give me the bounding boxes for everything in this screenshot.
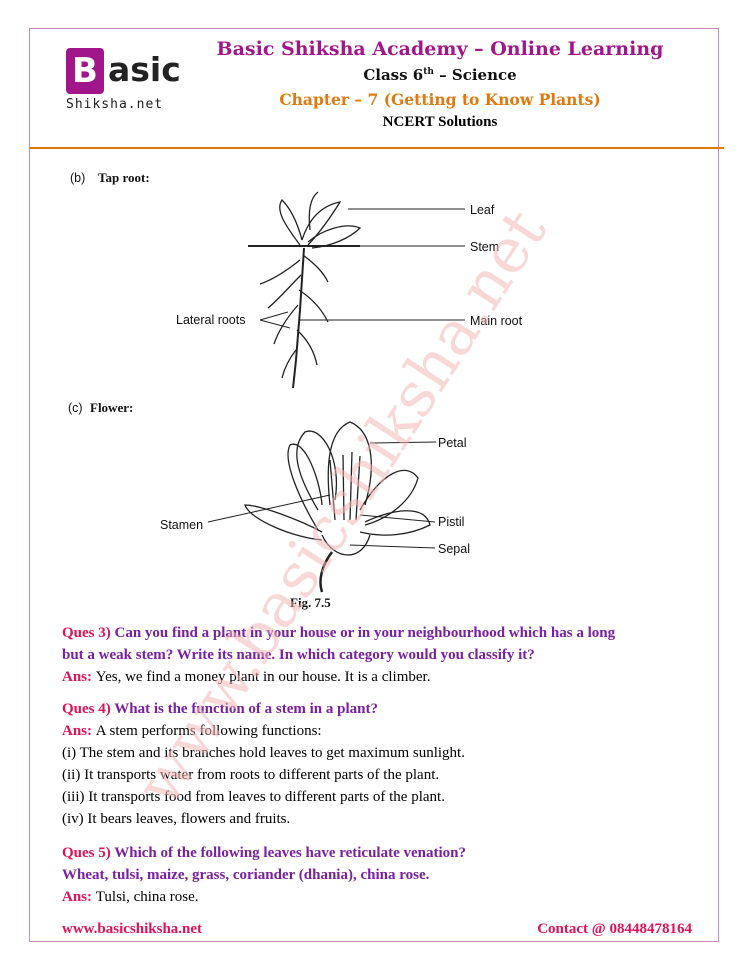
- logo-text: asic: [108, 50, 181, 89]
- petal-pointer: [369, 441, 437, 444]
- flower-drawing: [244, 421, 431, 593]
- sepal-label: Sepal: [438, 542, 470, 556]
- header-divider: [29, 147, 724, 149]
- subtitle: NCERT Solutions: [382, 114, 498, 130]
- plant-diagrams: (b) Tap root: Leaf Stem Lateral roots Ma…: [68, 170, 523, 610]
- lateral-pointer-1: [259, 311, 289, 321]
- pistil-label: Pistil: [438, 515, 464, 529]
- page-border: [29, 28, 719, 942]
- stamen-pointer: [207, 494, 331, 523]
- lateral-roots-label: Lateral roots: [176, 313, 245, 327]
- leaf-label: Leaf: [470, 203, 495, 217]
- answer-line: (i) The stem and its branches hold leave…: [62, 745, 465, 761]
- tap-root-drawing: [248, 191, 362, 389]
- class-heading: Class 6th – Science: [363, 66, 517, 84]
- answer-line: (ii) It transports water from roots to d…: [62, 767, 440, 783]
- stamen-label: Stamen: [160, 518, 203, 532]
- question-3: Ques 3) Can you find a plant in your hou…: [62, 625, 616, 685]
- sepal-pointer: [349, 544, 436, 549]
- main-root-label: Main root: [470, 314, 523, 328]
- pistil-pointer: [359, 514, 436, 523]
- footer-contact: Contact @ 08448478164: [537, 921, 692, 937]
- answer-line: (iii) It transports food from leaves to …: [62, 789, 445, 805]
- answer-line: (iv) It bears leaves, flowers and fruits…: [62, 811, 291, 827]
- footer-website[interactable]: www.basicshiksha.net: [62, 921, 203, 937]
- logo: B asic Shiksha.net: [66, 48, 196, 114]
- logo-letter: B: [66, 48, 104, 94]
- question-5: Ques 5) Which of the following leaves ha…: [62, 845, 467, 905]
- figure-caption: Fig. 7.5: [290, 595, 331, 610]
- fig-c-title: Flower:: [90, 400, 133, 415]
- academy-title: Basic Shiksha Academy – Online Learning: [216, 38, 664, 60]
- fig-b-label: (b): [70, 171, 85, 185]
- lateral-pointer-2: [259, 319, 291, 329]
- fig-c-label: (c): [68, 401, 83, 415]
- question-4: Ques 4) What is the function of a stem i…: [62, 698, 712, 830]
- logo-subtext: Shiksha.net: [66, 97, 164, 112]
- fig-b-title: Tap root:: [98, 170, 150, 185]
- stem-label: Stem: [470, 240, 499, 254]
- petal-label: Petal: [438, 436, 467, 450]
- chapter-heading: Chapter – 7 (Getting to Know Plants): [279, 90, 601, 109]
